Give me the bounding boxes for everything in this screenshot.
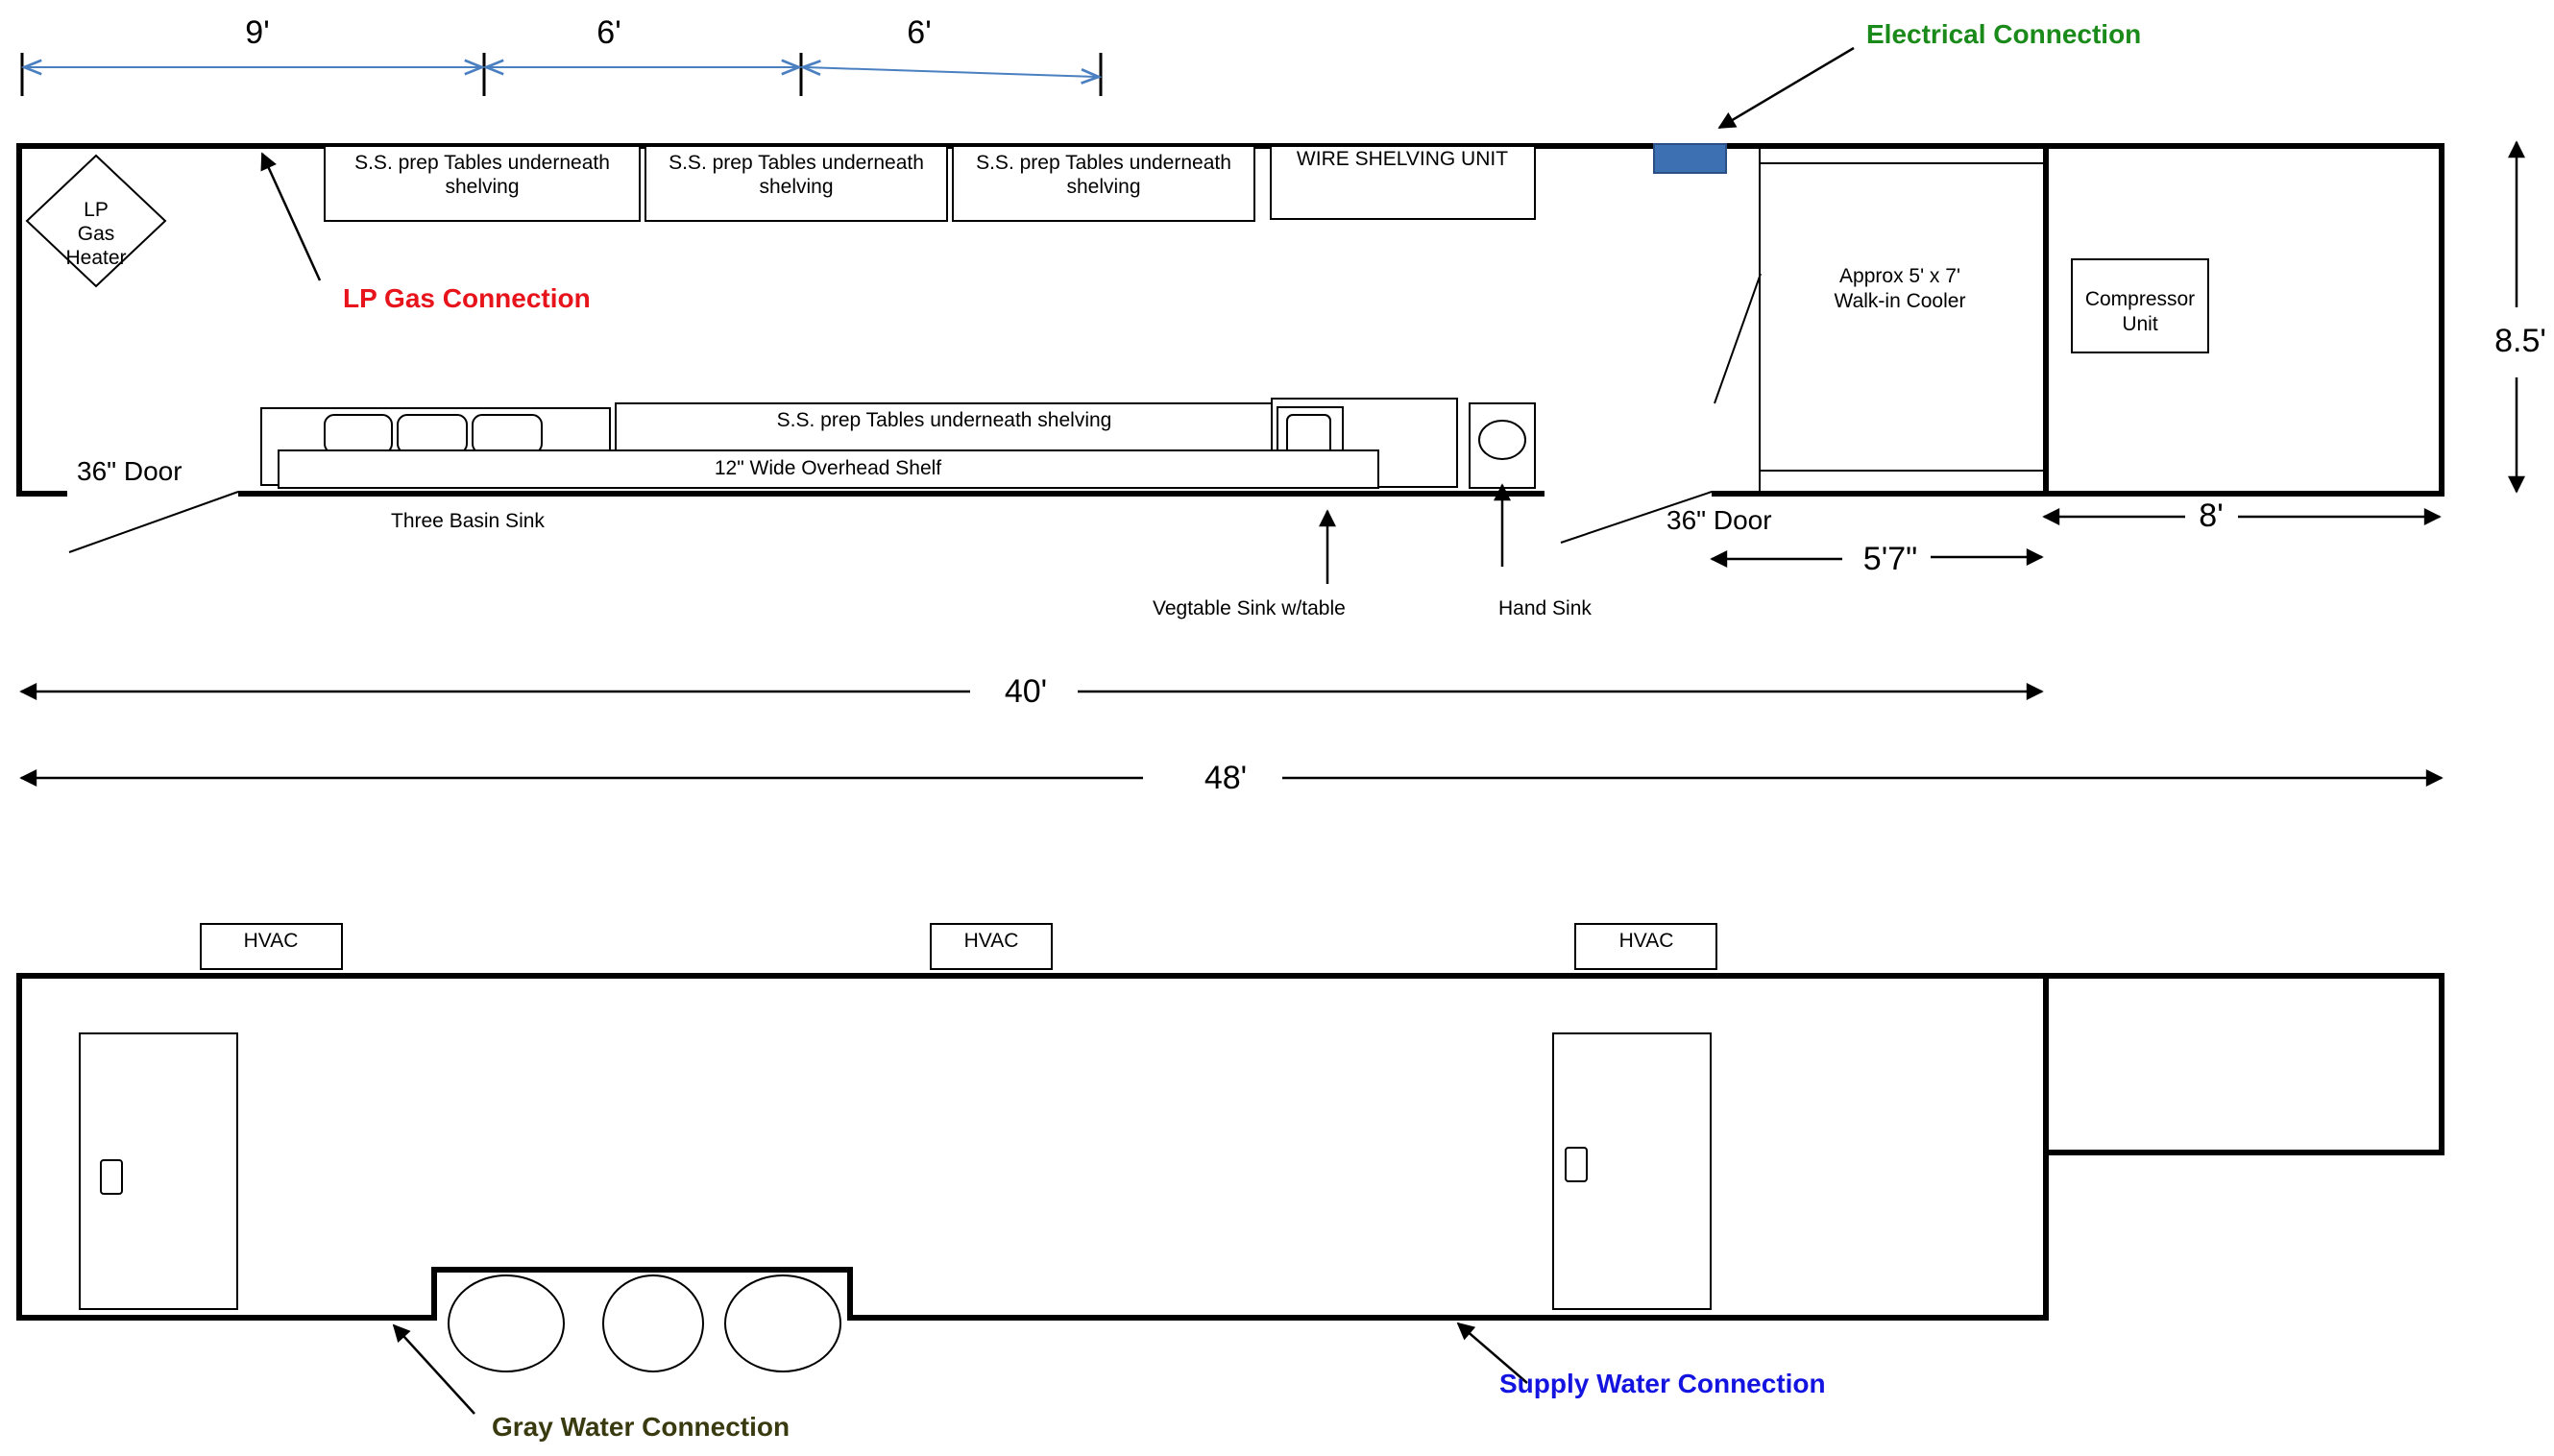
svg-text:S.S. prep Tables underneath sh: S.S. prep Tables underneath shelving <box>777 409 1112 431</box>
svg-text:Compressor: Compressor <box>2085 288 2195 310</box>
svg-text:S.S. prep Tables underneath: S.S. prep Tables underneath <box>669 152 924 174</box>
wheels <box>448 1274 841 1372</box>
hvac-unit-2: HVAC <box>930 923 1053 970</box>
hand-sink <box>1469 402 1536 489</box>
lp-gas-arrow <box>260 152 322 281</box>
svg-text:S.S. prep Tables underneath: S.S. prep Tables underneath <box>354 152 610 174</box>
dim-6ft-b: 6' <box>907 14 931 51</box>
svg-text:Walk-in Cooler: Walk-in Cooler <box>1835 290 1966 312</box>
hand-sink-label: Hand Sink <box>1498 597 1592 619</box>
svg-text:shelving: shelving <box>1066 176 1140 198</box>
top-dimension-lines <box>20 53 1103 96</box>
supply-water-connection-label: Supply Water Connection <box>1499 1369 1826 1398</box>
dim-6ft-a: 6' <box>596 14 620 51</box>
svg-text:Gas: Gas <box>78 223 115 245</box>
svg-text:Heater: Heater <box>65 247 126 269</box>
svg-text:Unit: Unit <box>2122 313 2158 335</box>
left-door-swing <box>68 491 239 553</box>
gray-water-connection-label: Gray Water Connection <box>492 1412 790 1442</box>
side-view-body <box>16 973 2445 1321</box>
lp-gas-heater: LP Gas Heater <box>25 154 167 288</box>
left-door-label: 36" Door <box>77 456 182 486</box>
dim-8ft: 8' <box>2199 497 2223 534</box>
dim-9ft: 9' <box>245 14 269 51</box>
svg-text:shelving: shelving <box>759 176 833 198</box>
wire-shelving-unit: WIRE SHELVING UNIT <box>1270 145 1536 220</box>
svg-text:Approx 5' x 7': Approx 5' x 7' <box>1839 265 1960 287</box>
right-door-swing <box>1560 491 1713 544</box>
dim-5ft7: 5'7" <box>1863 541 1917 577</box>
gray-water-arrow <box>392 1323 475 1415</box>
side-door-left <box>79 1032 238 1310</box>
electrical-panel <box>1653 143 1727 174</box>
dim-48ft: 48' <box>1204 760 1247 796</box>
electrical-connection-label: Electrical Connection <box>1866 19 2141 49</box>
prep-table-3: S.S. prep Tables underneath shelving <box>952 145 1255 222</box>
prep-table-1: S.S. prep Tables underneath shelving <box>324 145 641 222</box>
right-door-label: 36" Door <box>1666 505 1772 535</box>
vegetable-sink-label: Vegtable Sink w/table <box>1153 597 1346 619</box>
svg-text:HVAC: HVAC <box>964 930 1019 952</box>
overhead-shelf: 12" Wide Overhead Shelf <box>278 449 1379 489</box>
svg-text:12" Wide Overhead Shelf: 12" Wide Overhead Shelf <box>715 457 941 479</box>
hvac-unit-1: HVAC <box>200 923 343 970</box>
svg-text:WIRE SHELVING UNIT: WIRE SHELVING UNIT <box>1297 148 1508 170</box>
lp-gas-connection-label: LP Gas Connection <box>343 283 591 313</box>
three-basin-sink-label: Three Basin Sink <box>391 510 545 532</box>
dim-40ft: 40' <box>1005 673 1047 710</box>
side-door-right <box>1552 1032 1712 1310</box>
svg-text:LP: LP <box>84 199 109 221</box>
svg-text:HVAC: HVAC <box>244 930 299 952</box>
walk-in-cooler: Approx 5' x 7' Walk-in Cooler <box>1759 145 2045 495</box>
hvac-unit-3: HVAC <box>1574 923 1717 970</box>
svg-text:HVAC: HVAC <box>1619 930 1674 952</box>
cooler-door-swing <box>1714 273 1762 404</box>
supply-water-arrow <box>1456 1322 1528 1384</box>
electrical-arrow <box>1717 46 1855 130</box>
dim-8-5ft: 8.5' <box>2494 323 2546 359</box>
prep-table-2: S.S. prep Tables underneath shelving <box>645 145 948 222</box>
compressor-unit: Compressor Unit <box>2071 258 2209 353</box>
svg-text:shelving: shelving <box>445 176 519 198</box>
svg-text:S.S. prep Tables underneath: S.S. prep Tables underneath <box>976 152 1231 174</box>
